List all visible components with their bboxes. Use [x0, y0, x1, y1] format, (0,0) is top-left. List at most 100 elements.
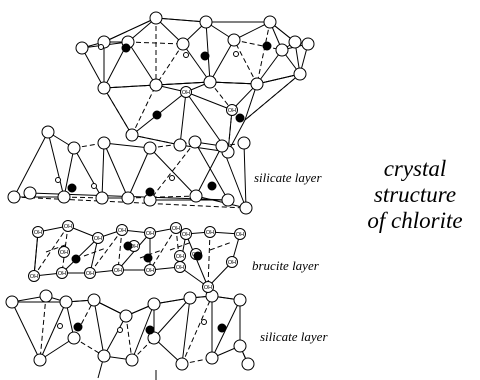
- bond-line: [103, 142, 129, 199]
- oxygen-atom: [250, 77, 264, 91]
- svg-text:OH: OH: [204, 285, 212, 291]
- oxygen-atom: [119, 309, 133, 323]
- cation-atom: [200, 51, 210, 61]
- hydroxyl-group: OH: [170, 222, 182, 234]
- hydroxyl-group: OH: [116, 224, 128, 236]
- svg-text:OH: OH: [182, 90, 190, 96]
- hydroxyl-group: OH: [174, 261, 186, 273]
- hidden-bond-line: [256, 21, 271, 85]
- oxygen-atom: [176, 37, 190, 51]
- bond-line: [93, 299, 105, 357]
- hydroxyl-group: OH: [58, 246, 70, 258]
- oxygen-atom: [233, 293, 247, 307]
- oxygen-atom: [5, 295, 19, 309]
- oxygen-atom: [23, 186, 37, 200]
- oxygen-atom: [288, 35, 302, 49]
- bond-line: [101, 142, 105, 199]
- oxygen-atom: [7, 190, 21, 204]
- svg-text:OH: OH: [114, 268, 122, 274]
- svg-text:OH: OH: [86, 271, 94, 277]
- hidden-bond-line: [233, 39, 283, 51]
- hidden-bond-line: [149, 141, 196, 149]
- title-line-3: of chlorite: [367, 208, 463, 233]
- hidden-bond-line: [83, 247, 107, 257]
- bond-line: [195, 145, 223, 197]
- oxygen-atom: [39, 289, 53, 303]
- bond-line: [181, 297, 191, 365]
- oxygen-atom: [95, 191, 109, 205]
- hydroxyl-group: OH: [144, 227, 156, 239]
- bond-line: [127, 147, 151, 199]
- hydroxyl-group: OH: [28, 270, 40, 282]
- oxygen-atom: [227, 33, 241, 47]
- oxygen-atom: [87, 293, 101, 307]
- oxygen-atom: [149, 78, 163, 92]
- hidden-bond-line: [63, 196, 103, 199]
- hidden-bond-line: [73, 337, 105, 357]
- svg-text:OH: OH: [228, 260, 236, 266]
- oxygen-atom: [175, 357, 189, 371]
- bond-line: [149, 147, 197, 197]
- oxygen-atom: [97, 136, 111, 150]
- bond-line: [243, 142, 247, 209]
- bond-line: [209, 81, 258, 85]
- hidden-bond-line: [256, 73, 301, 85]
- svg-text:OH: OH: [64, 224, 72, 230]
- svg-text:OH: OH: [118, 228, 126, 234]
- hidden-bond-line: [181, 295, 213, 365]
- cation-atom: [217, 323, 227, 333]
- cations: [55, 41, 272, 335]
- cation-atom: [152, 110, 162, 120]
- oxygen-atom: [121, 191, 135, 205]
- bond-line: [256, 49, 283, 85]
- svg-text:OH: OH: [206, 230, 214, 236]
- cation-atom: [207, 181, 217, 191]
- hidden-bond-line: [139, 249, 163, 259]
- hidden-bond-line: [45, 243, 69, 253]
- oxygen-atom: [143, 141, 157, 155]
- bond-line: [127, 41, 157, 86]
- hydroxyl-group: OH: [32, 226, 44, 238]
- hidden-bond-line: [149, 141, 196, 201]
- cation-atom: [123, 241, 133, 251]
- silicon-atom: [117, 327, 123, 333]
- bond-line: [233, 21, 271, 41]
- bond-line: [73, 147, 103, 199]
- oxygen-atom: [239, 201, 253, 215]
- hydroxyl-group: OH: [112, 264, 124, 276]
- svg-text:OH: OH: [130, 244, 138, 250]
- hidden-bond-line: [227, 109, 233, 153]
- cation-atom: [73, 322, 83, 332]
- hidden-bond-line: [33, 225, 69, 277]
- oxygen-atom: [237, 136, 251, 150]
- oxygen-atom: [199, 15, 213, 29]
- cation-atom: [193, 251, 203, 261]
- oxygen-atom: [67, 141, 81, 155]
- oxygen-atom: [203, 75, 217, 89]
- oxygen-atom: [33, 353, 47, 367]
- bond-line: [81, 47, 105, 89]
- hidden-bond-line: [244, 73, 301, 121]
- oxygen-atom: [188, 135, 202, 149]
- bond-line: [185, 91, 233, 111]
- cation-atom: [145, 325, 155, 335]
- hidden-bond-line: [207, 231, 211, 288]
- oxygen-atom: [97, 349, 111, 363]
- svg-text:OH: OH: [30, 274, 38, 280]
- bond-line: [103, 142, 151, 149]
- oxygen-atom: [183, 291, 197, 305]
- hidden-bond-line: [131, 134, 181, 146]
- hydroxyl-group: OH: [56, 267, 68, 279]
- svg-text:OH: OH: [176, 265, 184, 271]
- hidden-bond-line: [209, 241, 233, 251]
- hydroxyl-group: OH: [180, 228, 192, 240]
- oxygen-atom: [189, 189, 203, 203]
- bond-line: [131, 303, 155, 361]
- figure-title: crystal structure of chlorite: [356, 156, 474, 234]
- hidden-bond-line: [209, 81, 233, 111]
- bond-line: [155, 17, 207, 23]
- silicon-atom: [169, 175, 175, 181]
- bond-line: [39, 301, 67, 361]
- svg-text:OH: OH: [236, 232, 244, 238]
